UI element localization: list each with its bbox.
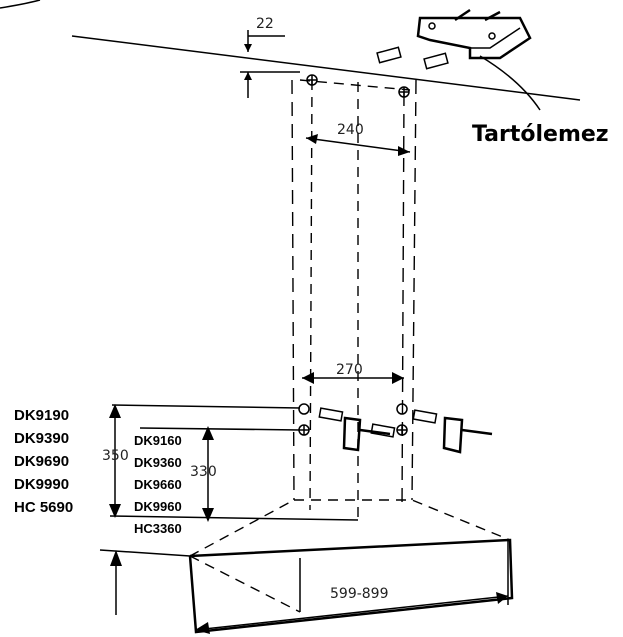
dimension-22: 22: [240, 16, 300, 98]
model-350-5: HC 5690: [14, 499, 73, 516]
model-330-4: DK9960: [134, 499, 182, 514]
model-330-3: DK9660: [134, 477, 182, 492]
callout-label: Tartólemez: [472, 122, 609, 147]
dim-350-label: 350: [102, 448, 129, 464]
model-list-330: DK9160 DK9360 DK9660 DK9960 HC3360: [134, 433, 182, 536]
model-350-4: DK9990: [14, 476, 69, 493]
ceiling-edge-arc: [0, 0, 41, 9]
model-350-1: DK9190: [14, 407, 69, 424]
dim-width-label: 599-899: [330, 586, 389, 602]
model-330-1: DK9160: [134, 433, 182, 448]
model-350-2: DK9390: [14, 430, 69, 447]
dimension-330: 330: [190, 426, 217, 522]
chimney-left: [291, 79, 295, 501]
ceiling-line: [71, 35, 581, 101]
dim-330-label: 330: [190, 464, 217, 480]
dimension-350: 350: [102, 404, 129, 518]
ref-line-330-top: [139, 427, 301, 431]
hood-height-arrow: [99, 549, 191, 615]
dim-240-label: 240: [337, 122, 364, 138]
ceiling-dash: [299, 79, 411, 91]
dim-22-label: 22: [256, 16, 274, 32]
lower-holes: [298, 403, 408, 436]
dimension-width: 599-899: [194, 540, 509, 634]
callout-line: [479, 55, 541, 111]
model-330-5: HC3360: [134, 521, 182, 536]
ref-line-bottom: [109, 515, 359, 521]
dim-270-label: 270: [336, 362, 363, 378]
dimension-270: 270: [302, 362, 404, 384]
ref-line-350-top: [111, 404, 301, 409]
lower-hardware: [318, 407, 493, 454]
model-350-3: DK9690: [14, 453, 69, 470]
chimney-right: [401, 91, 405, 511]
model-list-350: DK9190 DK9390 DK9690 DK9990 HC 5690: [14, 407, 73, 516]
hood-body: [188, 499, 514, 634]
mounting-bracket: [376, 8, 532, 70]
model-330-2: DK9360: [134, 455, 182, 470]
chimney-far-right: [411, 79, 417, 501]
chimney-mid-left: [309, 79, 313, 511]
